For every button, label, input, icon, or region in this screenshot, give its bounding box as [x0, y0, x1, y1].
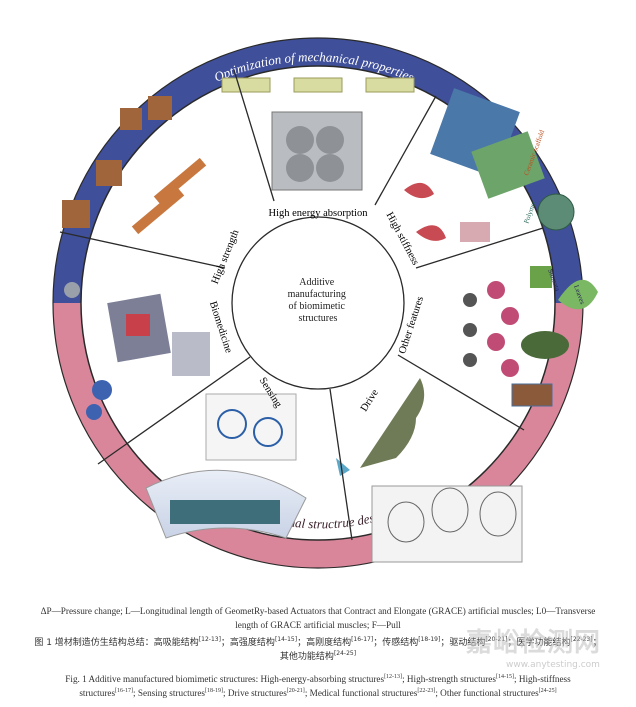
citation-superscript: [14-15]: [495, 673, 514, 680]
citation-superscript: [12-13]: [198, 636, 221, 643]
citation-superscript: [24-25]: [333, 650, 357, 657]
high-stiffness-images: [404, 88, 575, 242]
caption-zh-line2: 其他功能结构[24-25]: [279, 650, 357, 663]
citation-superscript: [12-13]: [384, 673, 403, 680]
caption-zh-line1: 图 1 增材制造仿生结构总结：高吸能结构[12-13]；高强度结构[14-15]…: [34, 636, 602, 649]
citation-superscript: [16-17]: [115, 687, 134, 694]
watermark-url: www.anytesting.com: [506, 660, 600, 670]
citation-superscript: [22-23]: [570, 636, 593, 643]
drive-images: [336, 378, 523, 563]
high-strength-images: [62, 96, 207, 235]
energy-absorption-images: [221, 77, 415, 191]
citation-superscript: [14-15]: [274, 636, 298, 643]
citation-superscript: [18-19]: [418, 636, 441, 643]
caption-en-line1: Fig. 1 Additive manufactured biomimetic …: [65, 673, 571, 684]
citation-superscript: [18-19]: [205, 687, 224, 694]
biomedicine-images: [64, 282, 210, 420]
citation-superscript: [16-17]: [351, 636, 374, 643]
caption-abbrev-line1: ΔP—Pressure change; L—Longitudinal lengt…: [40, 606, 596, 616]
sensing-images: [145, 393, 307, 539]
sector-label-high-energy-absorption: High energy absorption: [269, 208, 369, 219]
caption-english: Fig. 1 Additive manufactured biomimetic …: [6, 672, 630, 700]
caption-abbrev-line2: length of GRACE artificial muscles; F—Pu…: [235, 620, 401, 630]
center-label: Additive manufacturing of biomimetic str…: [288, 277, 349, 324]
citation-superscript: [20-21]: [286, 687, 305, 694]
citation-superscript: [22-23]: [417, 687, 436, 694]
caption-en-line2: structures[16-17]; Sensing structures[18…: [79, 687, 557, 698]
citation-superscript: [20-21]: [485, 636, 508, 643]
caption-chinese: 图 1 增材制造仿生结构总结：高吸能结构[12-13]；高强度结构[14-15]…: [6, 636, 630, 664]
figure-circle-diagram: Optimization of mechanical properties Fu…: [52, 37, 598, 569]
other-features-images: [463, 266, 598, 407]
citation-superscript: [24-25]: [538, 687, 557, 694]
caption-abbreviations: ΔP—Pressure change; L—Longitudinal lengt…: [6, 604, 630, 632]
watermark-logo: 嘉峪检测网: [466, 628, 602, 658]
